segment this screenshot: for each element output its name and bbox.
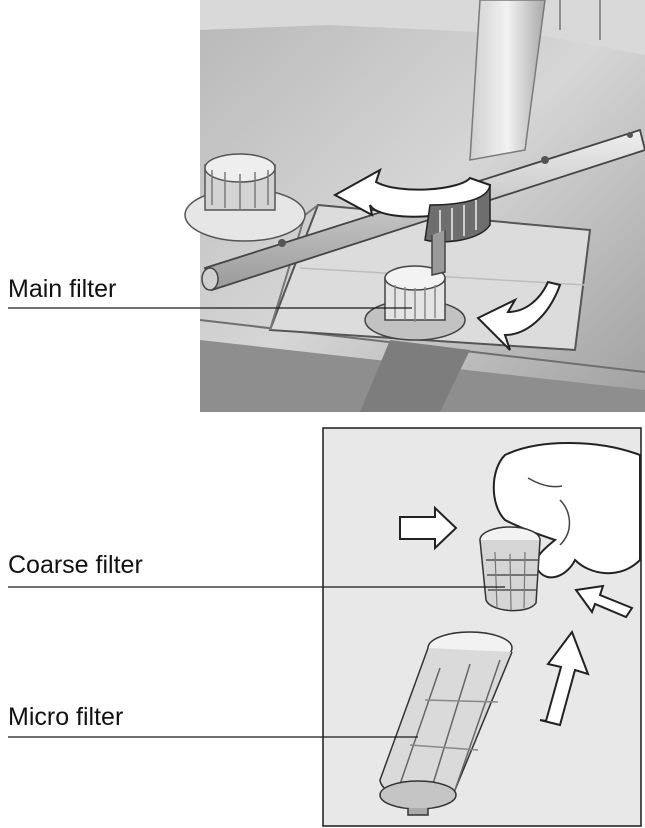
coarse-filter-label: Coarse filter — [8, 553, 143, 578]
main-filter-label: Main filter — [8, 277, 116, 302]
filter-disassembly-panel — [323, 428, 641, 826]
coarse-filter — [480, 527, 540, 611]
micro-filter-label: Micro filter — [8, 705, 123, 730]
tub-illustration — [185, 0, 645, 412]
